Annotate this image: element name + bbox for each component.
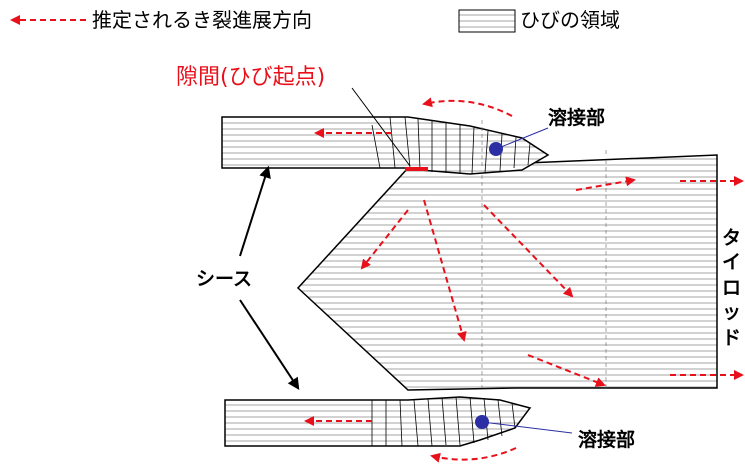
crack-arrow-center-3 <box>483 204 574 298</box>
crack-arrow-top-curve <box>422 97 513 117</box>
legend-crack-direction-label: 推定されるき裂進展方向 <box>92 8 312 32</box>
tie-rod-label: タ イ ロ ッ ド <box>722 227 741 349</box>
weld-zone-bottom-lines <box>371 396 516 447</box>
weld-bottom-leader <box>481 421 573 434</box>
weld-zone-top-lines <box>371 116 531 175</box>
sheath-arrow-down <box>239 299 300 391</box>
sheath-label: シース <box>196 268 252 290</box>
tie-rod-char-5: ド <box>722 327 741 349</box>
gap-origin-label: 隙間(ひび起点) <box>176 65 325 90</box>
sheath-arrow-up <box>239 165 271 257</box>
crack-arrow-bottom-curve <box>430 447 517 463</box>
weld-top-leader <box>495 127 549 150</box>
gap-label-leader <box>351 87 411 167</box>
crack-arrow-lower-right <box>527 354 606 387</box>
crack-arrows <box>304 97 744 463</box>
body-grid-lines <box>481 120 607 388</box>
tie-rod-body <box>296 154 718 391</box>
legend-hatch-swatch <box>458 9 516 33</box>
weld-top-label: 溶接部 <box>548 106 605 129</box>
tie-rod-char-4: ッ <box>722 301 741 323</box>
sheath-arrows <box>239 165 300 391</box>
crack-arrow-center-2 <box>423 199 467 342</box>
tie-rod-structure <box>221 116 718 447</box>
weld-bottom-label: 溶接部 <box>578 428 635 451</box>
sheath-bottom <box>224 396 532 447</box>
legend: 推定されるき裂進展方向 ひびの領域 <box>10 8 620 33</box>
tie-rod-char-3: ロ <box>722 277 741 299</box>
legend-crack-area-label: ひびの領域 <box>520 8 620 32</box>
crack-arrow-center-1 <box>360 209 409 270</box>
tie-rod-char-1: タ <box>722 227 741 249</box>
tie-rod-char-2: イ <box>722 251 741 273</box>
